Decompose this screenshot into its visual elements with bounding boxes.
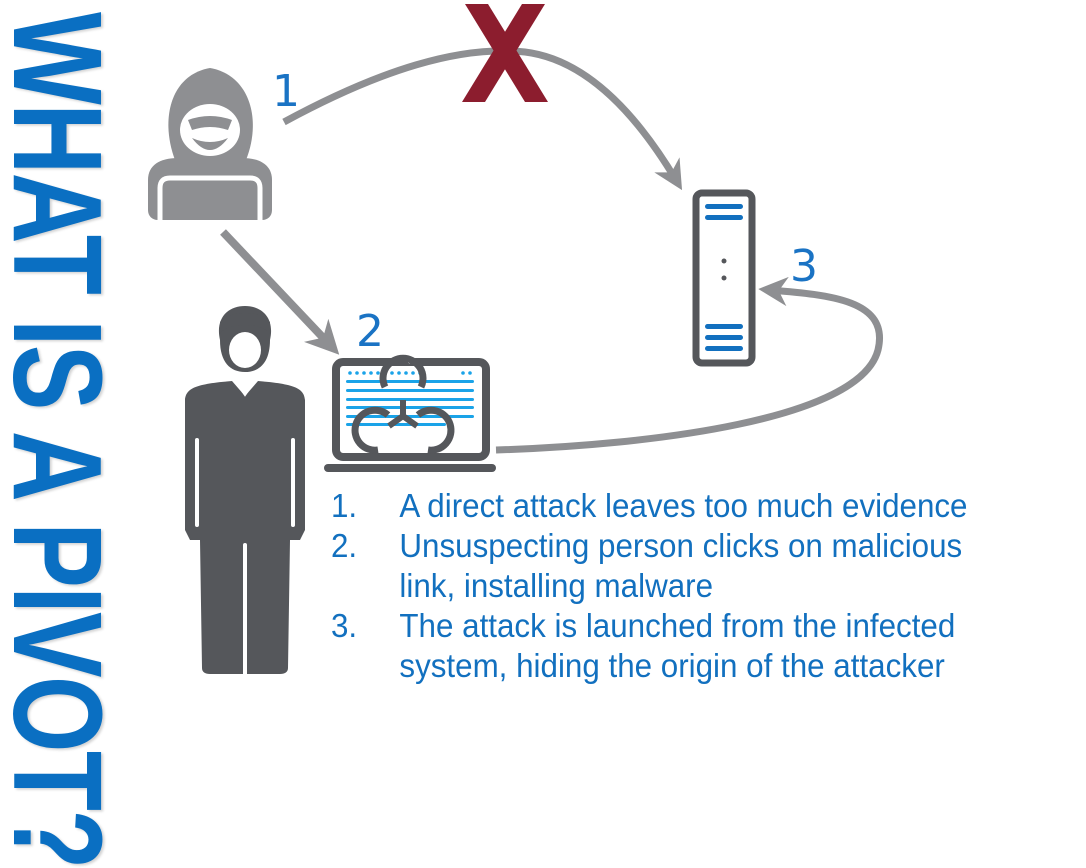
arrow-laptop-to-server xyxy=(495,276,883,454)
step-text: The attack is launched from the infected… xyxy=(399,606,1053,686)
diagram-canvas xyxy=(148,4,883,676)
person-icon xyxy=(185,306,305,676)
step-item: 3. The attack is launched from the infec… xyxy=(331,606,1053,686)
pivot-diagram: WHAT IS A PIVOT? xyxy=(0,4,1086,868)
step-item: 1. A direct attack leaves too much evide… xyxy=(331,486,1053,526)
biohazard-symbol xyxy=(351,354,455,454)
server-tower-icon xyxy=(692,189,756,367)
arrow-attacker-to-server xyxy=(282,47,683,191)
step-label-2: 2 xyxy=(356,306,384,357)
step-text-line: system, hiding the origin of the attacke… xyxy=(399,647,945,684)
step-text: A direct attack leaves too much evidence xyxy=(399,487,968,524)
step-number: 3. xyxy=(331,607,358,644)
arrow-attacker-to-laptop xyxy=(220,229,340,355)
step-text-line: Unsuspecting person clicks on malicious xyxy=(399,527,963,564)
blocked-x-icon xyxy=(462,4,548,102)
step-text-line: link, installing malware xyxy=(399,567,714,604)
hooded-hacker-icon xyxy=(148,68,272,220)
laptop-biohazard-icon xyxy=(324,354,496,472)
step-item: 2. Unsuspecting person clicks on malicio… xyxy=(331,526,1053,606)
steps-list: 1. A direct attack leaves too much evide… xyxy=(331,486,1086,686)
step-number: 1. xyxy=(331,487,358,524)
step-text-line: The attack is launched from the infected xyxy=(399,607,956,644)
step-label-3: 3 xyxy=(790,241,818,292)
step-number: 2. xyxy=(331,527,358,564)
step-label-1: 1 xyxy=(272,66,300,117)
